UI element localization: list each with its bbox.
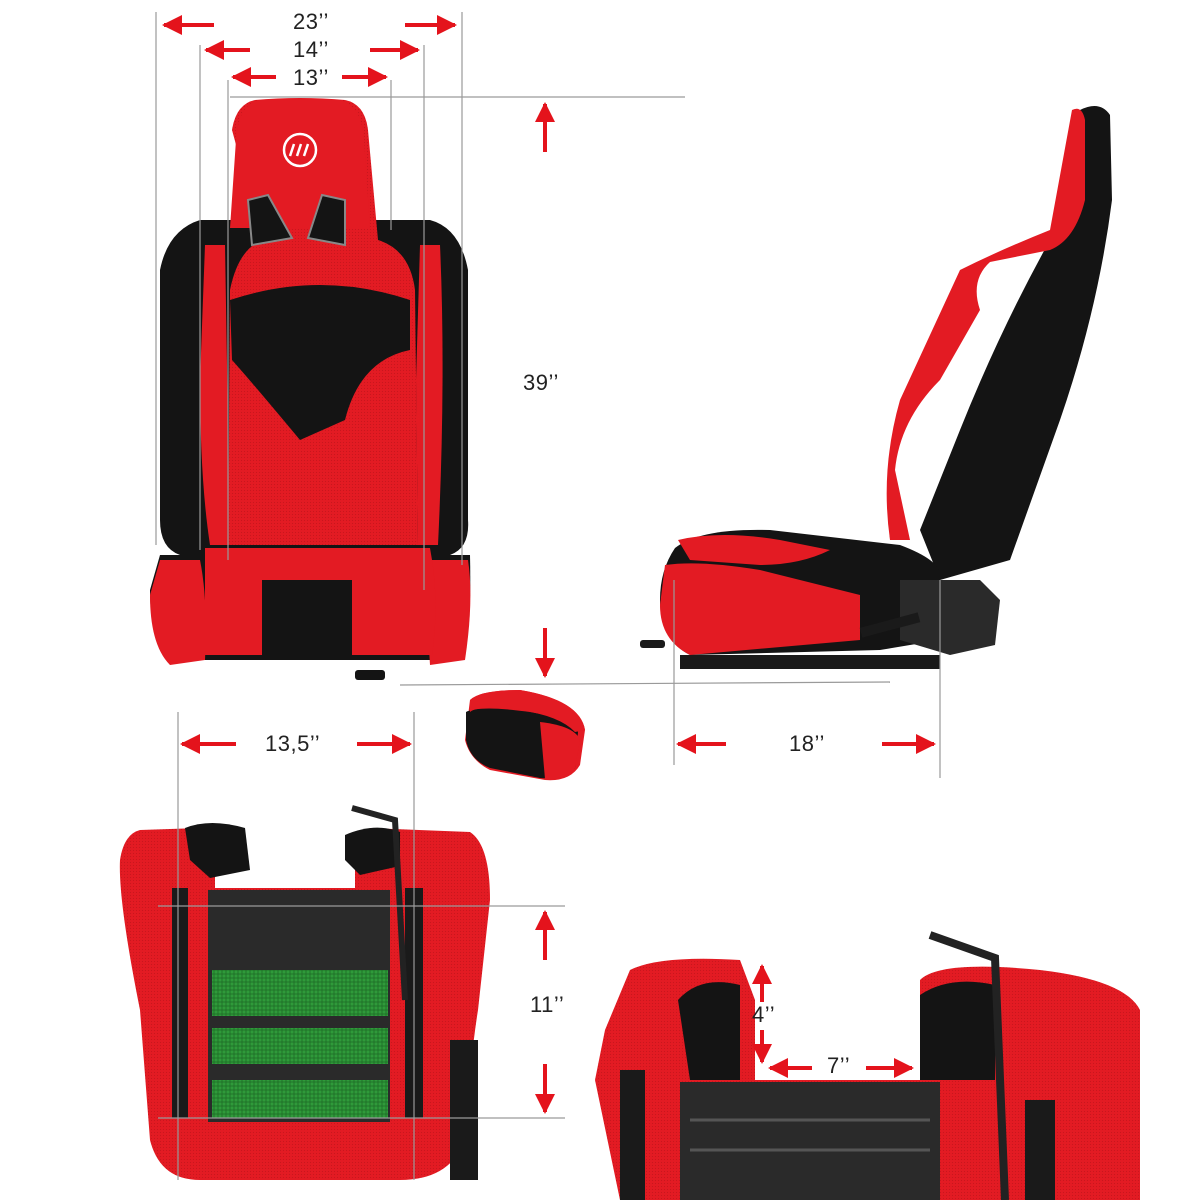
bucket-seat-side-view-icon <box>640 106 1112 669</box>
cushion-depth-label: 11’’ <box>530 992 565 1017</box>
height-label: 39’’ <box>523 370 559 395</box>
brand-logo-icon <box>282 132 318 168</box>
overall-width-label: 23’’ <box>293 9 329 34</box>
gap-width-label: 7’’ <box>827 1053 851 1078</box>
shoulder-width-label: 14’’ <box>293 37 329 62</box>
seat-cushion-closeup-icon <box>595 931 1140 1200</box>
back-width-label: 13’’ <box>293 65 329 90</box>
seat-depth-label: 18’’ <box>789 731 825 756</box>
seat-width-label: 13,5’’ <box>265 731 321 756</box>
bucket-seat-front-view-icon <box>150 98 471 680</box>
dimension-arrows <box>162 15 936 1114</box>
seat-cushion-top-view-icon <box>119 805 491 1180</box>
bolster-height-label: 4’’ <box>752 1002 776 1027</box>
head-cushion-pillow-icon <box>465 690 585 781</box>
dimension-guide-lines <box>155 12 941 1180</box>
